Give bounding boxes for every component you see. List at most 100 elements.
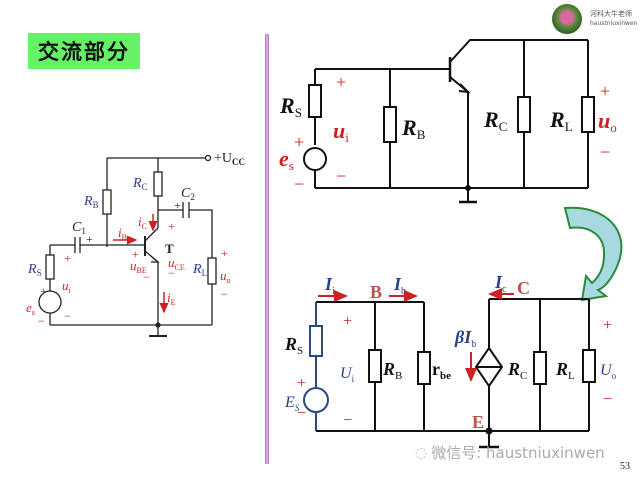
svg-text:+: + xyxy=(64,251,71,265)
ac-equivalent-circuit xyxy=(303,39,595,204)
label-ic-ss: I xyxy=(494,272,503,292)
label-uo-ss: U xyxy=(600,362,613,379)
node-label-e: E xyxy=(472,412,484,432)
svg-text:RS: RS xyxy=(27,262,42,278)
svg-text:rbe: rbe xyxy=(432,359,451,382)
svg-text:−: − xyxy=(168,266,175,280)
logo-text-name: 河科大牛老师 xyxy=(590,10,632,18)
svg-text:ui: ui xyxy=(333,118,349,145)
label-rs: R xyxy=(27,262,37,277)
logo-text-id: haustniuxinwen xyxy=(590,20,638,27)
svg-text:Ui: Ui xyxy=(340,365,355,384)
svg-text:−: − xyxy=(221,287,228,301)
label-rs-ss: R xyxy=(284,334,297,354)
svg-text:Ii: Ii xyxy=(324,274,335,297)
voltage-source-es-ac xyxy=(303,147,327,171)
label-rl-ss: R xyxy=(555,359,568,379)
label-c2: C xyxy=(181,186,191,201)
svg-text:Uo: Uo xyxy=(600,362,617,381)
label-ui: u xyxy=(62,278,69,293)
label-supply: +U xyxy=(214,151,232,166)
svg-text:+: + xyxy=(297,375,306,392)
svg-text:iC: iC xyxy=(138,214,147,231)
svg-text:Ib: Ib xyxy=(393,274,406,297)
voltage-source-es-ss xyxy=(303,387,329,413)
svg-text:es: es xyxy=(26,300,35,317)
svg-text:−: − xyxy=(603,391,612,408)
svg-text:RL: RL xyxy=(549,107,573,134)
c1-plus: + xyxy=(86,232,93,246)
svg-text:+UCC: +UCC xyxy=(214,151,245,167)
svg-text:RL: RL xyxy=(192,262,207,278)
svg-text:−: − xyxy=(336,166,346,186)
resistor-rs xyxy=(45,254,55,280)
label-rs-ac: R xyxy=(279,93,295,118)
label-ii: I xyxy=(324,274,333,294)
label-ube: u xyxy=(130,258,137,273)
svg-text:C2: C2 xyxy=(181,186,195,202)
label-uo-ac: u xyxy=(598,108,610,133)
label-rbe: r xyxy=(432,359,440,379)
resistor-rs-ac xyxy=(308,84,322,118)
svg-text:es: es xyxy=(279,146,294,173)
transform-arrow-icon xyxy=(563,206,623,302)
label-transistor: T xyxy=(165,241,174,256)
label-rb-ss: R xyxy=(382,359,395,379)
resistor-rc xyxy=(153,171,163,197)
resistor-rc-ac xyxy=(517,96,531,133)
vertical-divider xyxy=(265,34,269,464)
svg-text:+: + xyxy=(168,219,175,233)
watermark: ◌ 微信号: haustniuxinwen xyxy=(415,442,605,463)
wechat-icon: ◌ xyxy=(415,444,428,461)
label-rb-ac: R xyxy=(401,115,417,140)
label-ie: i xyxy=(167,290,171,305)
svg-text:−: − xyxy=(143,270,150,284)
svg-text:RC: RC xyxy=(507,359,527,382)
resistor-rb-ss xyxy=(368,349,382,383)
resistor-rl-ss xyxy=(582,349,596,383)
svg-text:RS: RS xyxy=(279,93,302,120)
label-es-ss: E xyxy=(284,394,295,411)
svg-text:+: + xyxy=(343,313,352,330)
supply-terminal xyxy=(204,154,212,162)
label-es-ac: e xyxy=(279,146,289,171)
label-rc-ac: R xyxy=(483,107,499,132)
svg-text:−: − xyxy=(294,174,304,194)
svg-text:uo: uo xyxy=(598,108,617,135)
resistor-rl xyxy=(207,257,217,285)
node-label-b: B xyxy=(370,282,382,302)
svg-text:iE: iE xyxy=(167,290,176,307)
svg-text:uo: uo xyxy=(220,268,231,285)
svg-text:RB: RB xyxy=(83,194,99,210)
label-c1: C xyxy=(72,220,82,235)
label-rl: R xyxy=(192,262,202,277)
label-uo: u xyxy=(220,268,227,283)
svg-text:RC: RC xyxy=(483,107,507,134)
slide-title: 交流部分 xyxy=(38,40,130,64)
svg-text:RC: RC xyxy=(132,176,148,192)
resistor-rb xyxy=(102,189,112,215)
resistor-rl-ac xyxy=(581,96,595,133)
svg-text:uBE: uBE xyxy=(130,258,147,275)
full-amplifier-circuit xyxy=(38,154,217,337)
label-es: e xyxy=(26,300,32,315)
svg-text:RB: RB xyxy=(382,359,402,382)
resistor-rb-ac xyxy=(383,106,397,143)
label-ui-ss: U xyxy=(340,365,353,382)
svg-text:βIb: βIb xyxy=(454,327,476,350)
label-uce: u xyxy=(168,255,175,270)
c2-plus: + xyxy=(174,198,181,212)
label-rc-ss: R xyxy=(507,359,520,379)
resistor-rbe-ss xyxy=(417,351,431,385)
svg-text:+: + xyxy=(603,317,612,334)
label-rl-ac: R xyxy=(549,107,565,132)
label-ib-ss: I xyxy=(393,274,402,294)
svg-text:ES: ES xyxy=(284,394,300,413)
slide-title-box: 交流部分 xyxy=(28,33,140,69)
svg-text:ui: ui xyxy=(62,278,72,295)
svg-text:+: + xyxy=(40,284,47,298)
page-number: 53 xyxy=(620,461,630,472)
svg-text:−: − xyxy=(64,309,71,323)
svg-text:RS: RS xyxy=(284,334,303,357)
resistor-rc-ss xyxy=(533,351,547,385)
